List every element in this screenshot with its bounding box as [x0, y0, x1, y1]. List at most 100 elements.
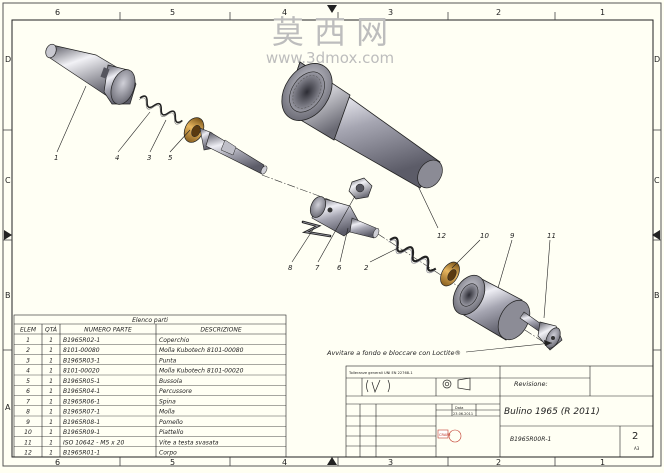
- callout-4: 4: [115, 154, 119, 162]
- bom-cell-qty: 1: [49, 337, 53, 344]
- bom-cell-desc: Bussola: [159, 378, 183, 385]
- bom-cell-part: B1965R06-1: [63, 398, 100, 405]
- sheet-format: A3: [634, 446, 640, 451]
- bom-cell-part: B1965R09-1: [63, 429, 100, 436]
- bom-cell-elem: 5: [26, 378, 30, 385]
- callout-1: 1: [54, 154, 58, 162]
- bom-cell-part: 8101-00080: [63, 347, 100, 354]
- bom-cell-elem: 6: [26, 388, 30, 395]
- bom-cell-qty: 1: [49, 439, 53, 446]
- drawing-number: B1965R00R-1: [510, 436, 551, 443]
- part-coperchio: [45, 43, 137, 105]
- bom-cell-qty: 1: [49, 429, 53, 436]
- callout-7: 7: [315, 264, 320, 272]
- callout-9: 9: [510, 232, 515, 240]
- centering-marks: [4, 5, 660, 465]
- bom-cell-elem: 7: [26, 398, 30, 405]
- callout-6: 6: [337, 264, 342, 272]
- bom-cell-elem: 2: [26, 347, 30, 354]
- bom-cell-desc: Punta: [159, 357, 177, 364]
- bom-cell-elem: 9: [26, 419, 30, 426]
- sheet-number: 2: [632, 431, 638, 442]
- part-bussola: [183, 117, 205, 143]
- part-molla-2: [389, 236, 437, 272]
- bom-cell-part: B1965R03-1: [63, 357, 100, 364]
- bom-cell-desc: Molla: [159, 409, 175, 416]
- projection-symbol: [442, 377, 471, 391]
- revision-date: 23.06.2011: [453, 412, 473, 416]
- callout-12: 12: [437, 232, 446, 240]
- zone-row-d: D: [5, 55, 11, 64]
- zone-ticks: [3, 12, 661, 466]
- zone-col-1-bottom: 1: [600, 458, 605, 467]
- callout-3: 3: [147, 154, 151, 162]
- zone-col-6: 6: [55, 8, 60, 17]
- zone-col-5: 5: [170, 8, 175, 17]
- zone-row-b-right: B: [654, 291, 660, 300]
- bom-cell-part: B1965R04-1: [63, 388, 100, 395]
- zone-col-4: 4: [282, 8, 287, 17]
- zone-row-d-right: D: [654, 55, 660, 64]
- bom-cell-qty: 1: [49, 388, 53, 395]
- watermark-url: www.3dmox.com: [266, 49, 394, 67]
- logo-text: CRAMI: [439, 433, 450, 437]
- bom-cell-part: B1965R07-1: [63, 409, 100, 416]
- zone-row-b: B: [5, 291, 11, 300]
- bom-header-part: NUMERO PARTE: [84, 327, 132, 334]
- zone-col-3: 3: [388, 8, 393, 17]
- zone-col-1: 1: [600, 8, 605, 17]
- bom-cell-qty: 1: [49, 398, 53, 405]
- bom-cell-qty: 1: [49, 409, 53, 416]
- zone-row-c-right: C: [654, 176, 660, 185]
- bom-cell-part: B1965R02-1: [63, 337, 100, 344]
- bom-cell-desc: Percussore: [159, 388, 192, 395]
- bom-header-qty: QTÀ: [45, 327, 57, 334]
- bom-cell-elem: 1: [26, 337, 30, 344]
- watermark-chars: 莫 西 网: [272, 13, 388, 51]
- bom-cell-desc: Corpo: [159, 450, 177, 457]
- bom-cell-qty: 1: [49, 419, 53, 426]
- bom-row: 12 1 B1965R01-1 Corpo: [24, 450, 177, 457]
- zone-col-2-bottom: 2: [496, 458, 501, 467]
- bom-row: 6 1 B1965R04-1 Percussore: [26, 388, 192, 395]
- bom-cell-part: B1965R01-1: [63, 450, 100, 457]
- bom-cell-desc: Molla Kubotech 8101-00080: [159, 347, 244, 354]
- part-corpo: [281, 61, 443, 189]
- leader-lines: [56, 85, 553, 353]
- bom-cell-elem: 8: [26, 409, 30, 416]
- zone-col-2: 2: [496, 8, 501, 17]
- assembly-note: Avvitare a fondo e bloccare con Loctite®: [326, 349, 461, 357]
- callout-5: 5: [168, 154, 173, 162]
- part-percussore: [309, 196, 380, 239]
- zone-row-c: C: [5, 176, 11, 185]
- inner-frame: [11, 19, 654, 458]
- zone-col-3-bottom: 3: [388, 458, 393, 467]
- tolerance-note: Tolleranze generali UNI EN 22768-1: [348, 371, 413, 375]
- bom-cell-elem: 3: [26, 357, 30, 364]
- zone-col-4-bottom: 4: [282, 458, 287, 467]
- bom-cell-qty: 1: [49, 347, 53, 354]
- outer-frame: [2, 2, 662, 467]
- bom-cell-elem: 4: [26, 368, 30, 375]
- zone-col-6-bottom: 6: [55, 458, 60, 467]
- bom-cell-part: B1965R05-1: [63, 378, 100, 385]
- bom-table: [13, 314, 287, 458]
- bom-cell-qty: 1: [49, 450, 53, 457]
- callout-8: 8: [288, 264, 293, 272]
- zone-row-a: A: [5, 403, 11, 412]
- bom-cell-elem: 12: [24, 450, 32, 457]
- bom-cell-elem: 10: [24, 429, 32, 436]
- bom-cell-part: B1965R08-1: [63, 419, 100, 426]
- title-block: [345, 365, 654, 458]
- bom-cell-elem: 11: [24, 439, 32, 446]
- bom-header-desc: DESCRIZIONE: [200, 327, 241, 334]
